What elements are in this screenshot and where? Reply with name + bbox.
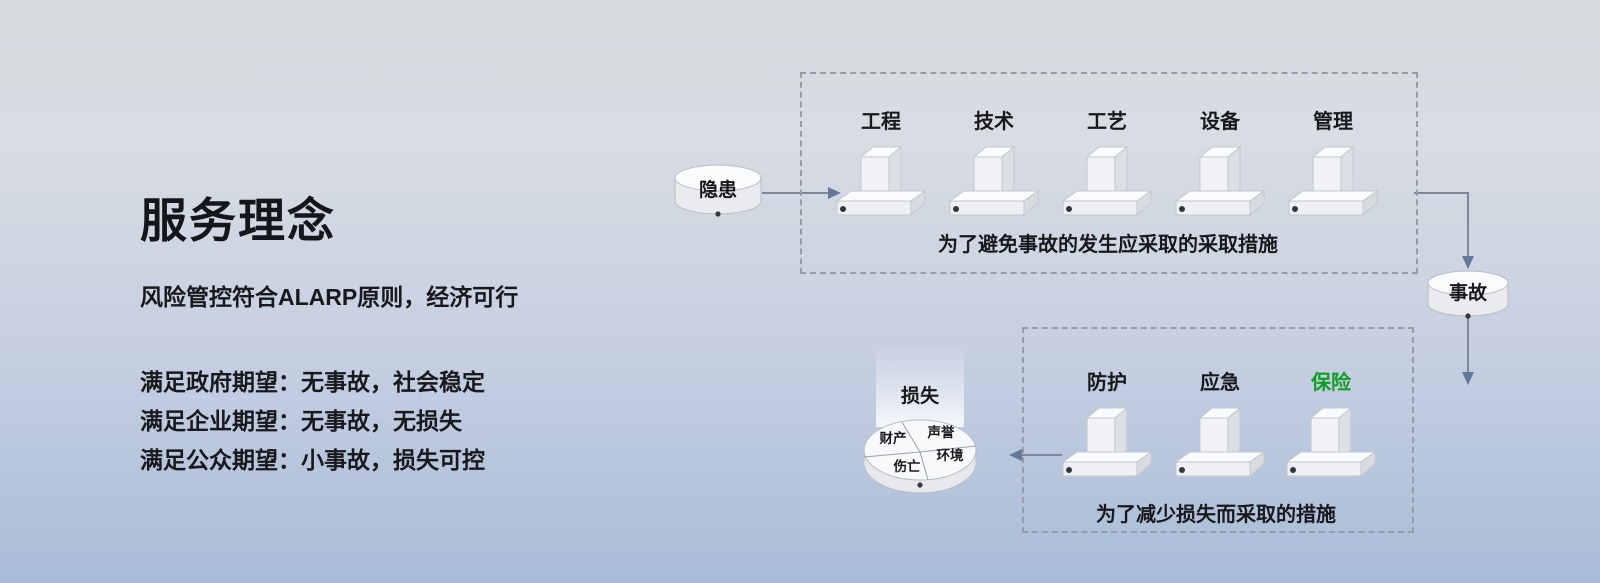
slice-label-environment: 环境 — [936, 448, 964, 463]
barrier-label-insurance: 保险 — [1311, 372, 1351, 394]
arrowheads — [828, 187, 1474, 461]
barrier-label-technology: 技术 — [974, 111, 1014, 133]
expectation-enterprise: 满足企业期望：无事故，无损失 — [140, 408, 462, 434]
page-title: 服务理念 — [140, 194, 336, 247]
loss-pie — [863, 345, 977, 494]
hazard-label: 隐患 — [698, 180, 738, 201]
accident-cylinder — [1427, 270, 1509, 319]
mitigation-caption: 为了减少损失而采取的措施 — [1096, 504, 1336, 526]
connector-lines — [762, 192, 1469, 456]
barrier-label-management: 管理 — [1313, 111, 1353, 133]
barrier-label-protection: 防护 — [1087, 372, 1127, 394]
slice-label-casualty: 伤亡 — [893, 459, 921, 474]
slice-label-reputation: 声誉 — [927, 425, 955, 440]
expectation-public: 满足公众期望：小事故，损失可控 — [140, 447, 485, 473]
expectation-government: 满足政府期望：无事故，社会稳定 — [140, 369, 485, 395]
barrier-label-equipment: 设备 — [1200, 111, 1240, 133]
prevention-group-box — [800, 72, 1418, 274]
mitigation-group-box — [1022, 327, 1414, 533]
hazard-cylinder — [674, 164, 762, 217]
barrier-label-emergency: 应急 — [1200, 372, 1240, 394]
barrier-label-process: 工艺 — [1087, 111, 1127, 133]
accident-label: 事故 — [1448, 283, 1488, 304]
prevention-caption: 为了避免事故的发生应采取的采取措施 — [938, 234, 1278, 256]
barrier-label-engineering: 工程 — [861, 111, 901, 133]
subtitle: 风险管控符合ALARP原则，经济可行 — [140, 284, 519, 310]
loss-label: 损失 — [900, 386, 940, 407]
slice-label-property: 财产 — [879, 431, 907, 446]
